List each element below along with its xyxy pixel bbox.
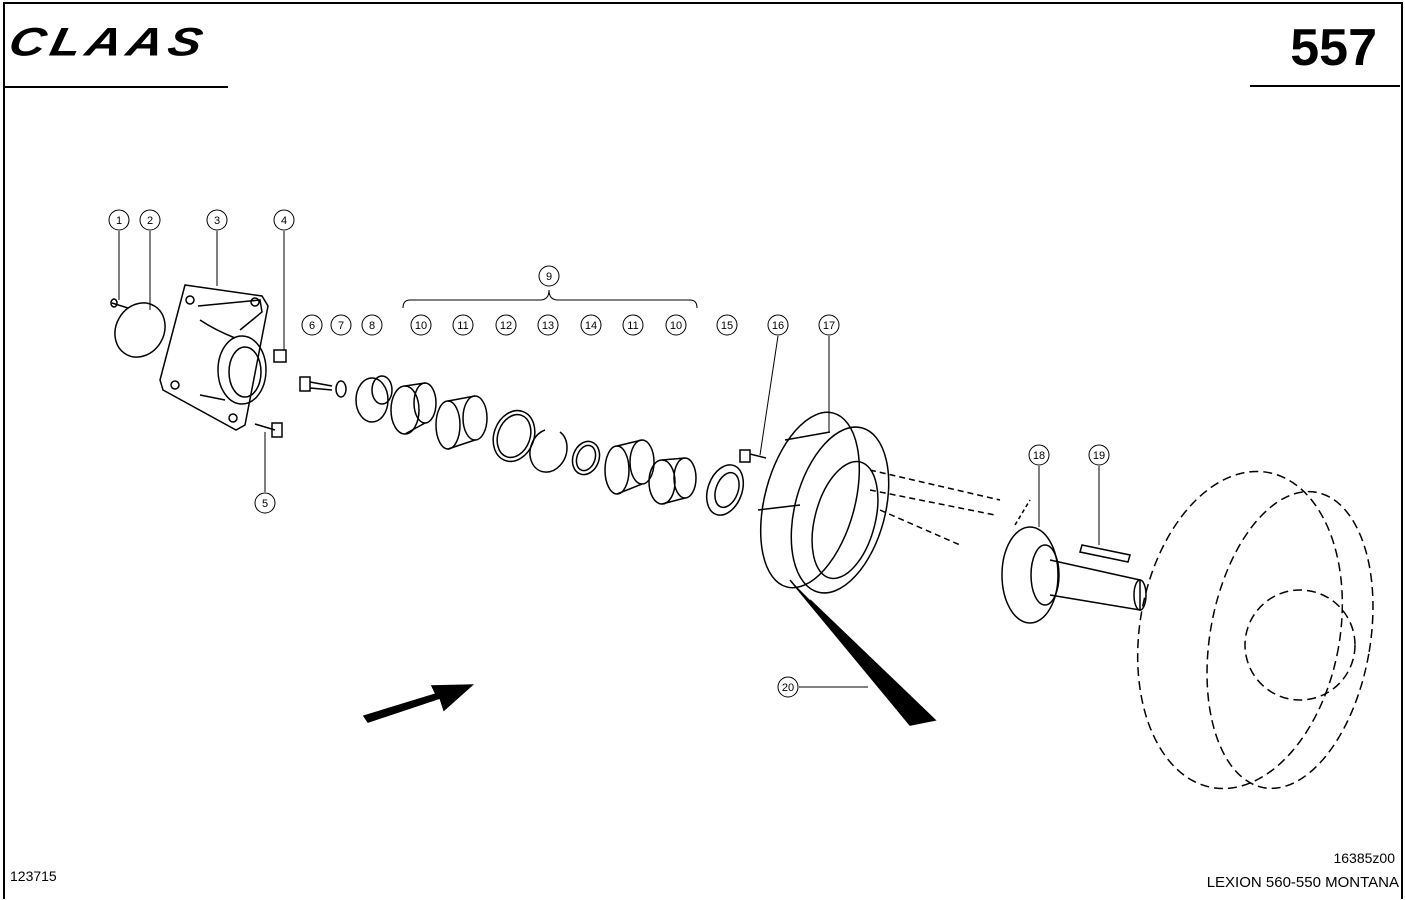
svg-text:14: 14 [585,320,597,332]
callout-6[interactable]: 6 [301,314,323,336]
svg-text:16: 16 [772,320,784,332]
svg-text:12: 12 [500,320,512,332]
svg-text:13: 13 [542,320,554,332]
svg-text:19: 19 [1093,450,1105,462]
svg-text:11: 11 [457,320,468,332]
part-16-screw [739,449,767,463]
callout-9[interactable]: 9 [538,265,560,287]
part-11-race-b [604,439,655,495]
part-5-bolt [254,422,283,438]
callout-15[interactable]: 15 [716,314,738,336]
callout-10a[interactable]: 10 [410,314,432,336]
document-number: 123715 [10,868,57,884]
svg-text:6: 6 [309,320,315,332]
svg-text:11: 11 [627,320,638,332]
callout-20[interactable]: 20 [777,676,799,698]
part-8-spacer [355,375,393,423]
callout-5[interactable]: 5 [254,492,276,514]
header-divider-left [3,86,228,88]
part-19-key [1079,544,1131,563]
svg-text:20: 20 [782,682,794,694]
part-15-seal [705,464,745,516]
part-10-bearing-b [648,457,697,505]
page-frame [3,2,1403,899]
callout-11a[interactable]: 11 [452,314,474,336]
page-number: 557 [1290,19,1377,77]
svg-text:15: 15 [721,320,733,332]
callout-8[interactable]: 8 [361,314,383,336]
svg-text:17: 17 [823,320,835,332]
part-14-ring [571,440,601,476]
svg-text:8: 8 [369,320,375,332]
part-18-flange-shaft [1001,499,1147,624]
part-1-screw [110,298,129,309]
svg-text:7: 7 [338,320,344,332]
svg-text:10: 10 [670,320,682,332]
machine-model: LEXION 560-550 MONTANA [1206,874,1399,891]
part-12-ring [492,409,536,463]
part-4-nipple [273,349,287,363]
drawing-code: 16385z00 [1333,850,1395,866]
part-10-bearing-a [390,382,437,435]
part-17-pulley [757,411,1001,594]
callout-1[interactable]: 1 [108,209,130,231]
svg-text:18: 18 [1033,450,1045,462]
callout-19[interactable]: 19 [1088,444,1110,466]
svg-text:9: 9 [546,271,552,283]
callout-13[interactable]: 13 [537,314,559,336]
svg-text:1: 1 [116,215,122,227]
callout-16[interactable]: 16 [767,314,789,336]
callout-3[interactable]: 3 [206,209,228,231]
svg-text:10: 10 [415,320,427,332]
part-7-washer [335,380,347,398]
callout-11b[interactable]: 11 [622,314,644,336]
callout-4[interactable]: 4 [273,209,295,231]
part-3-bearing-housing [159,284,269,431]
callout-2[interactable]: 2 [139,209,161,231]
part-20-v-belt [789,579,937,726]
part-6-bolt [299,376,333,392]
callouts: 1 2 3 4 5 6 7 8 9 10 11 12 13 14 11 10 1… [108,209,1110,698]
callout-14[interactable]: 14 [580,314,602,336]
part-11-race-a [435,395,488,450]
drum-outline [1136,470,1374,790]
svg-text:3: 3 [214,215,220,227]
direction-arrow-icon [362,684,475,723]
svg-text:4: 4 [281,215,287,227]
leader-lines [118,231,1100,688]
header-divider-right [1250,85,1400,87]
part-2-cover [114,302,166,358]
callout-12[interactable]: 12 [495,314,517,336]
callout-17[interactable]: 17 [818,314,840,336]
svg-text:5: 5 [262,498,268,510]
callout-7[interactable]: 7 [330,314,352,336]
callout-18[interactable]: 18 [1028,444,1050,466]
part-13-snap-ring [529,429,568,473]
callout-10b[interactable]: 10 [665,314,687,336]
svg-text:2: 2 [147,215,153,227]
